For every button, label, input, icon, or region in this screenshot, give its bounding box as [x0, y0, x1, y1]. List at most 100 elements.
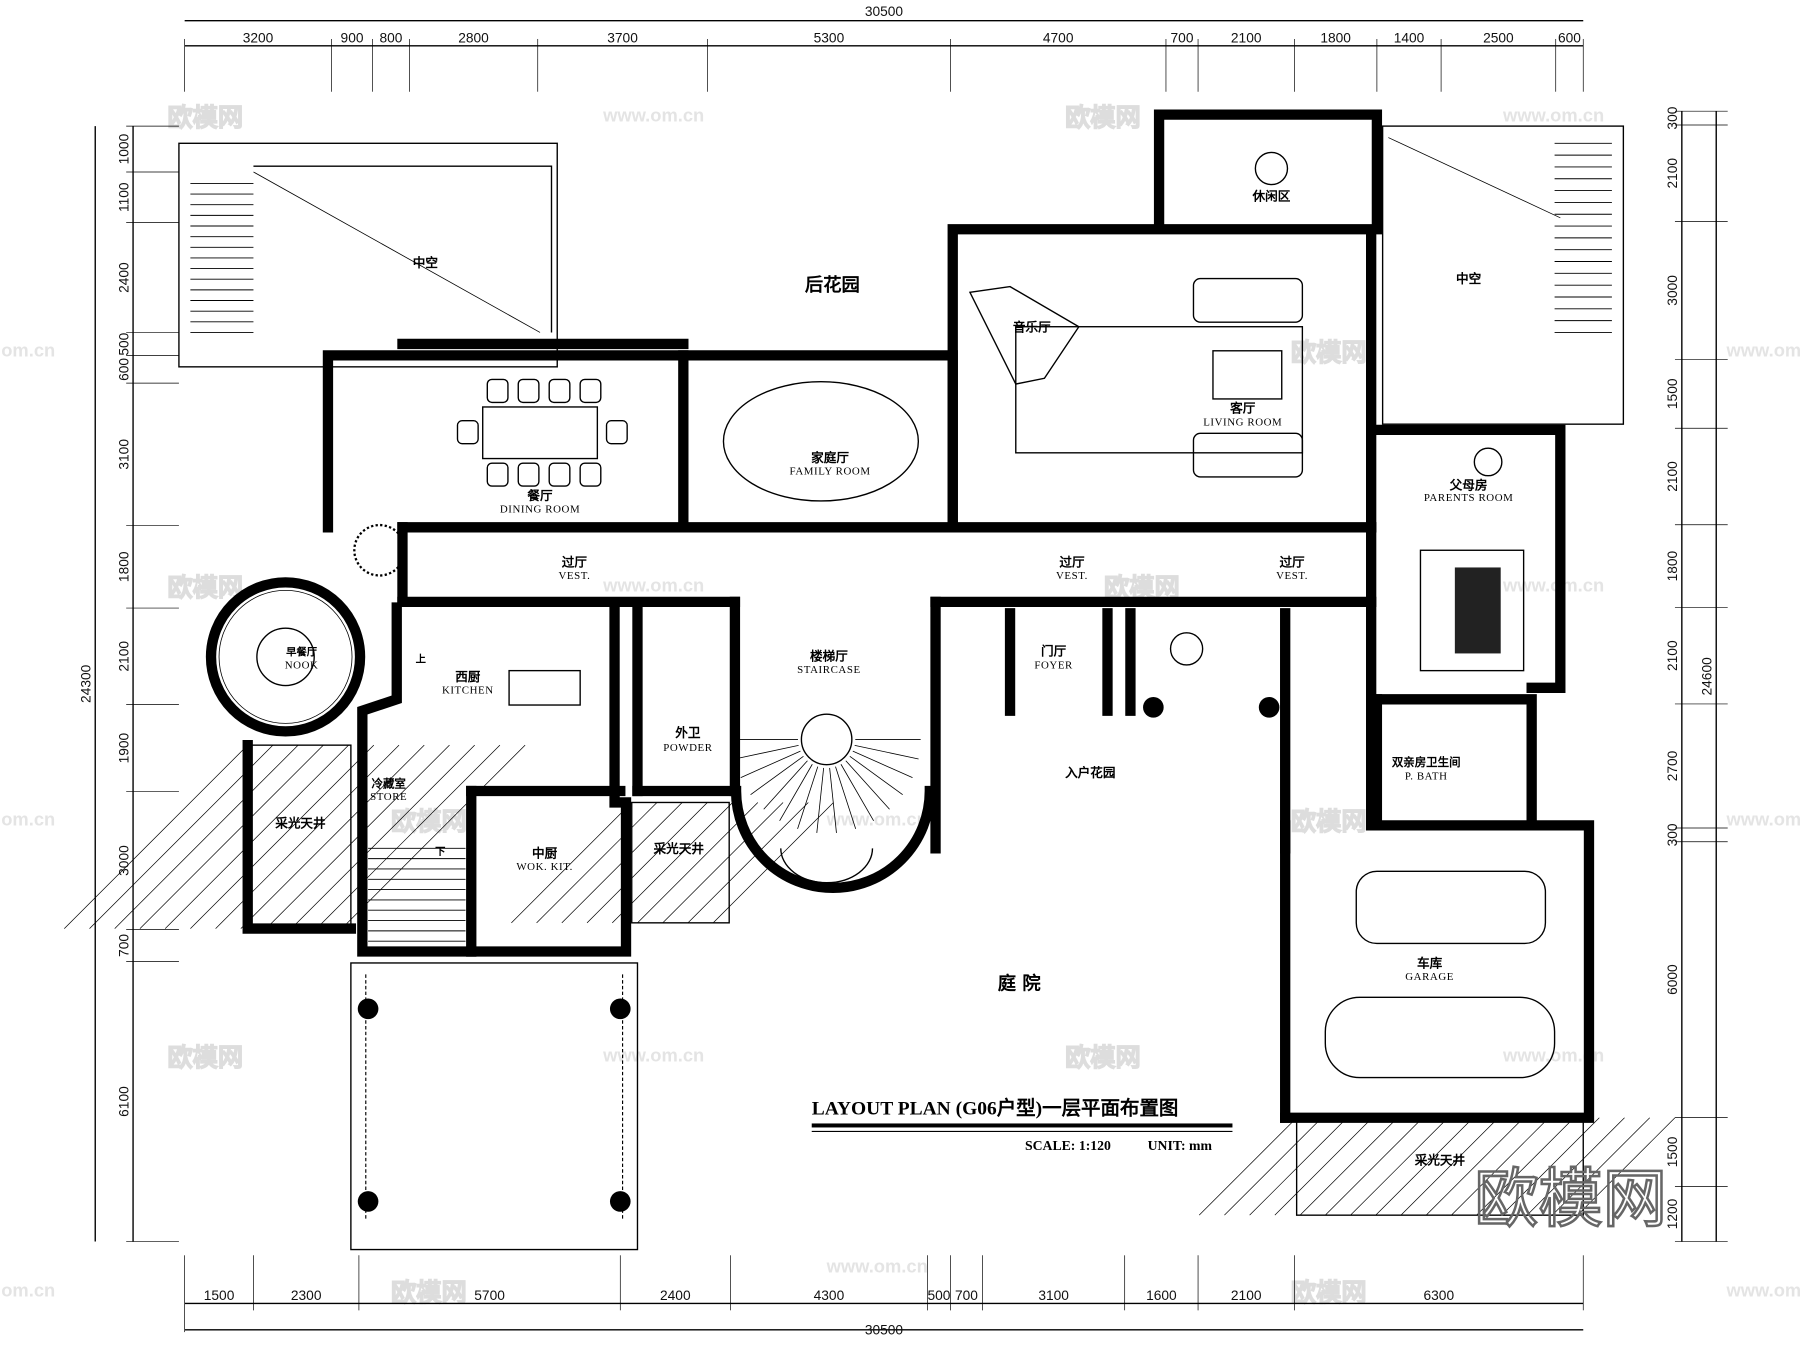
- watermarks: 欧模网 www.om.cn 欧模网 www.om.cn om.cn 欧模网 ww…: [1, 103, 1800, 1308]
- dimension-label: 500: [116, 332, 131, 355]
- stair-up-mark: 上: [416, 653, 426, 666]
- label-store-en: STORE: [370, 791, 407, 803]
- dimension-label: 6100: [116, 1086, 131, 1117]
- label-music: 音乐厅: [1013, 319, 1051, 334]
- title-block: LAYOUT PLAN (G06户型)一层平面布置图 SCALE: 1:120 …: [811, 1096, 1233, 1153]
- watermark-url: om.cn: [1, 1280, 55, 1301]
- stair-tread: [852, 750, 913, 779]
- stair-tread: [854, 744, 919, 760]
- label-dining-zh: 餐厅: [527, 488, 553, 503]
- label-entry-garden: 入户花园: [1065, 765, 1115, 780]
- hatch-line: [1552, 1117, 1650, 1216]
- round-table-icon: [1473, 447, 1503, 477]
- hatch-line: [662, 802, 784, 924]
- dimension-label: 1000: [116, 133, 131, 164]
- hatch-line: [536, 802, 658, 924]
- dimension-total-right: 24600: [1700, 657, 1715, 696]
- label-void-left: 中空: [413, 255, 438, 270]
- dimension-label: 1500: [1665, 1136, 1680, 1167]
- stair-tread: [734, 744, 799, 760]
- stair-tread: [849, 755, 903, 795]
- outlines: [64, 125, 1676, 1251]
- label-vest-zh: 过厅: [1279, 554, 1305, 569]
- watermark: 欧模网: [1065, 1043, 1141, 1072]
- label-vest-en: VEST.: [558, 570, 590, 582]
- dimension-total-left: 24300: [79, 664, 94, 703]
- dimension-label: 6000: [1665, 964, 1680, 995]
- hatch-line: [316, 744, 501, 929]
- chair-icon: [548, 462, 571, 487]
- watermark-url: www.om.cn: [1502, 575, 1604, 596]
- dimension-label: 3100: [116, 439, 131, 470]
- hatch-line: [1577, 1117, 1676, 1216]
- spiral-stair-treads: [732, 739, 921, 833]
- dimension-label: 300: [1665, 823, 1680, 846]
- stair-tread: [829, 767, 837, 833]
- hatch-line: [586, 802, 708, 924]
- label-vest-en: VEST.: [1276, 570, 1308, 582]
- label-parents-zh: 父母房: [1449, 478, 1488, 493]
- label-pbath-en: P. BATH: [1405, 771, 1448, 783]
- stair-tread: [797, 766, 819, 829]
- column-icon: [609, 1191, 631, 1212]
- car-icon: [1355, 870, 1547, 945]
- hatch-line: [1451, 1117, 1550, 1216]
- label-foyer-zh: 门厅: [1041, 644, 1067, 659]
- dimension-label: 2800: [458, 30, 489, 45]
- hatch-line: [1476, 1117, 1575, 1216]
- dimension-label: 600: [1558, 30, 1581, 45]
- hatch-line: [89, 744, 274, 929]
- dimension-label: 4700: [1043, 30, 1074, 45]
- watermark: 欧模网: [391, 807, 467, 836]
- watermark-url: www.om.cn: [1726, 1280, 1800, 1301]
- stair-tread: [750, 755, 804, 795]
- grand-piano-icon: [968, 285, 1080, 385]
- stair-tread: [840, 764, 874, 822]
- dimension-label: 1500: [204, 1288, 235, 1303]
- dimension-label: 500: [928, 1288, 951, 1303]
- hatch-line: [1274, 1117, 1373, 1216]
- lightwell-mid-outline: [631, 801, 730, 924]
- hatch-line: [612, 802, 733, 924]
- logo-text: 欧模网: [1474, 1162, 1667, 1237]
- void-left-inner: [253, 165, 553, 333]
- stair-tread: [779, 764, 813, 822]
- chair-icon: [456, 420, 479, 445]
- label-kitchen-en: KITCHEN: [442, 685, 494, 697]
- label-pbath-zh: 双亲房卫生间: [1392, 755, 1461, 769]
- hatch-line: [1375, 1117, 1474, 1216]
- dimension-label: 300: [1665, 106, 1680, 129]
- title-underline: [811, 1123, 1233, 1128]
- dimension-label: 1800: [116, 551, 131, 582]
- logo-watermark: 欧模网: [1473, 1161, 1668, 1239]
- dimension-label: 800: [380, 30, 403, 45]
- stair-tread: [763, 760, 808, 810]
- label-dining-en: DINING ROOM: [500, 503, 580, 515]
- label-family-zh: 家庭厅: [811, 450, 849, 465]
- label-vest-zh: 过厅: [562, 554, 588, 569]
- walls: [205, 109, 1595, 1123]
- dimension-label: 3000: [1665, 275, 1680, 306]
- dimension-label: 3000: [116, 845, 131, 876]
- label-store-zh: 冷藏室: [372, 777, 407, 791]
- dimension-label: 5700: [474, 1288, 505, 1303]
- family-sofa-icon: [722, 381, 920, 502]
- dimension-label: 2300: [291, 1288, 322, 1303]
- round-table-icon: [1254, 151, 1289, 186]
- watermark-url: www.om.cn: [826, 1255, 928, 1276]
- dimension-label: 3100: [1038, 1288, 1069, 1303]
- chair-icon: [579, 378, 602, 404]
- dimension-label: 1400: [1394, 30, 1425, 45]
- hatch-line: [64, 744, 248, 929]
- hatch-line: [511, 802, 632, 924]
- label-wok-zh: 中厨: [532, 845, 558, 860]
- hatch-line: [164, 744, 349, 929]
- hatch-line: [1501, 1117, 1600, 1216]
- watermark: 欧模网: [167, 1043, 243, 1072]
- dimension-label: 2100: [1231, 1288, 1262, 1303]
- label-staircase-en: STAIRCASE: [797, 664, 861, 676]
- chair-icon: [517, 378, 540, 404]
- column-icon: [1143, 697, 1164, 718]
